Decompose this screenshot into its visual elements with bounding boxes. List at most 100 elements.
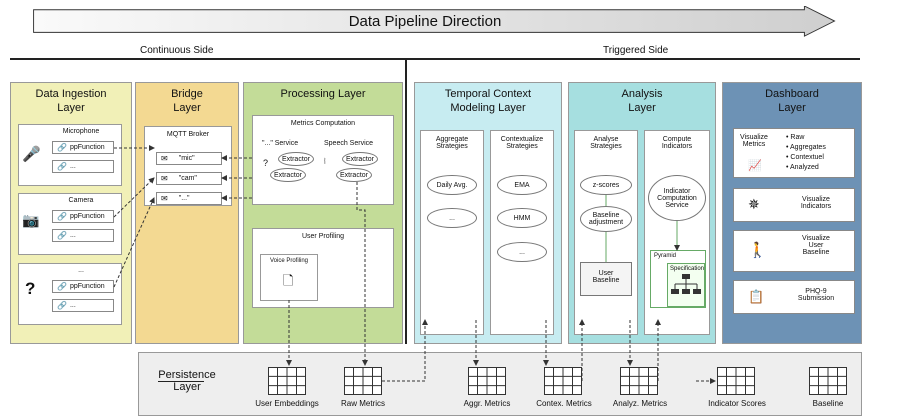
hmm-label: HMM [513,214,531,222]
envelope-icon: ✉ [161,154,168,163]
visualize-metrics-label: Visualize Metrics [740,134,768,148]
mic-more: 🔗... [52,160,114,173]
camera-source: Camera [18,193,122,255]
link-icon: 🔗 [57,212,67,221]
metric-list-item: • Contextuel [786,154,824,161]
processing-layer-title: Processing Layer [280,88,366,100]
visualize-baseline-label: Visualize User Baseline [802,235,830,256]
generic-extractor-1: Extractor [278,152,314,166]
camera-label: Camera [68,197,94,204]
analyse-strategies-label: Analyse Strategies [590,136,622,150]
other-to-broker-arrow [113,197,155,288]
persistence-layer-title: Persistence Layer [158,369,216,393]
speech-service-label: Speech Service [324,140,374,147]
compute-indicators-label: Compute Indicators [661,136,693,150]
visualize-indicators-panel: ✵ Visualize Indicators [733,188,855,222]
user-baseline-note: User Baseline [580,262,632,296]
visualize-metrics-panel: Visualize Metrics 📈 • Raw • Aggregates •… [733,128,855,178]
metric-list-item: • Analyzed [786,164,819,171]
cam-to-broker-arrow [113,177,155,218]
side-separator [405,58,407,344]
mic-ppfunction-label: ppFunction [69,144,105,151]
temporal-layer-title: Temporal Context Modeling Layer [444,88,532,114]
baseline-adjustment: Baseline adjustment [580,206,632,232]
aggregate-more: ... [427,208,477,228]
specification-label: Specification [670,266,705,272]
extractor-label: Extractor [345,155,374,163]
link-icon: 🔗 [57,301,67,310]
daily-avg-strategy: Daily Avg. [427,175,477,195]
metric-aggregates: Aggregates [790,144,826,151]
metric-list-item: • Aggregates [786,144,826,151]
aggregate-strategies-label: Aggregate Strategies [435,136,469,150]
aggr-metrics-label: Aggr. Metrics [463,399,511,408]
voice-profiling-label: Voice Profiling [269,258,309,264]
phq9-submission-panel[interactable]: 📋 PHQ-9 Submission [733,280,855,314]
metric-list: • Raw • Aggregates • Contextuel • Analyz… [786,133,826,173]
aggregate-more-label: ... [449,214,455,222]
analyz-metrics-label: Analyz. Metrics [612,399,668,408]
indicator-scores-label: Indicator Scores [708,399,766,408]
ingestion-layer-title: Data Ingestion Layer [35,88,107,114]
indicator-computation-service: Indicator Computation Service [648,175,706,221]
topic-other-label: "..." [178,195,190,202]
microphone-label: Microphone [62,128,100,135]
extractor-label: Extractor [273,171,302,179]
extractor-to-raw-arrow [356,182,368,366]
raw-to-temporal-arrow [382,319,428,382]
other-ppfunction-label: ppFunction [69,283,105,290]
microphone-icon: 🎤 [22,146,41,163]
checklist-icon: 📋 [748,289,765,304]
raw-metrics-label: Raw Metrics [340,399,385,408]
other-ppfunction: 🔗ppFunction [52,280,114,293]
microphone-source: Microphone [18,124,122,186]
pipeline-direction-arrow [33,6,836,37]
extractor-label: Extractor [281,155,310,163]
pyramid-label: Pyramid [654,253,677,259]
bridge-layer-title: Bridge Layer [171,88,203,114]
topic-mic: ✉"mic" [156,152,222,165]
contextualize-more-label: ... [519,248,525,256]
cam-more-label: ... [69,232,76,239]
indicator-service-label: Indicator Computation Service [657,187,697,209]
analysis-layer-title: Analysis Layer [621,88,663,114]
generic-extractor-2: Extractor [270,168,306,182]
camera-icon: 📷 [22,212,40,228]
person-icon: 🚶 [748,242,767,259]
ema-strategy: EMA [497,175,547,195]
question-icon: ? [25,279,36,298]
other-source-label: ... [78,267,84,274]
hierarchy-icon [671,274,701,294]
user-baseline-label: User Baseline [592,270,620,284]
other-more: 🔗... [52,299,114,312]
topic-cam-label: "cam" [178,175,197,182]
link-icon: 🔗 [57,162,67,171]
aggregate-strategies: Aggregate Strategies [420,130,484,335]
speech-extractor-2: Extractor [336,168,372,182]
cam-more: 🔗... [52,229,114,242]
contextualize-strategies: Contextualize Strategies [490,130,554,335]
waveform-icon: ⦚ [324,157,326,166]
baseline-adjustment-label: Baseline adjustment [588,212,624,226]
mic-more-label: ... [69,163,76,170]
mic-ppfunction: 🔗ppFunction [52,141,114,154]
ema-label: EMA [514,181,530,189]
z-scores-strategy: z-scores [580,175,632,195]
metric-contextuel: Contextuel [790,154,824,161]
pyramid-spec: Pyramid Specification [650,250,706,308]
metrics-computation-label: Metrics Computation [290,120,356,127]
envelope-icon: ✉ [161,174,168,183]
baseline-label: Baseline [812,399,844,408]
pipeline-direction-title: Data Pipeline Direction [348,13,502,30]
persistence-title-underline [158,381,204,382]
triggered-divider [405,58,860,60]
line-chart-icon: 📈 [748,160,762,172]
star-icon: ✵ [748,196,760,212]
question-icon: ? [263,158,269,168]
user-embeddings-label: User Embeddings [255,399,319,408]
link-icon: 🔗 [57,231,67,240]
other-more-label: ... [69,302,76,309]
link-icon: 🔗 [57,282,67,291]
cam-ppfunction: 🔗ppFunction [52,210,114,223]
